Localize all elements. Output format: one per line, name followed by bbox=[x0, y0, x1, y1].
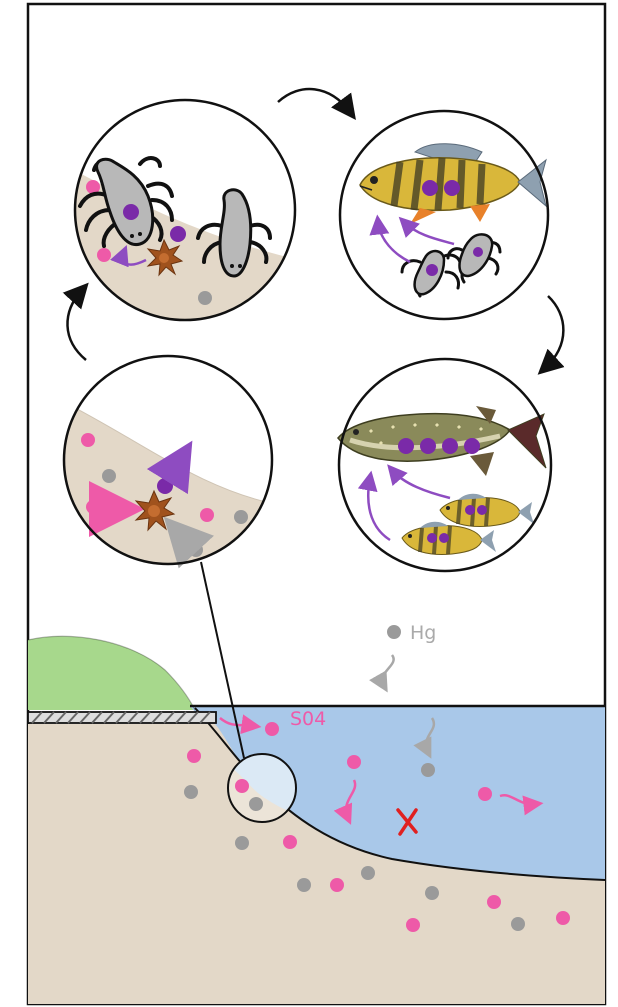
methylmercury-particle bbox=[170, 226, 186, 242]
methylmercury-particle bbox=[444, 180, 460, 196]
sulfate-particle bbox=[487, 895, 501, 909]
hg-particle bbox=[198, 291, 212, 305]
invertebrate-body bbox=[220, 190, 251, 276]
sulfate-particle bbox=[97, 248, 111, 262]
methylmercury-particle bbox=[477, 505, 487, 515]
sulfate-label: S04 bbox=[290, 708, 326, 730]
hg-particle-air bbox=[387, 625, 401, 639]
methylmercury-particle bbox=[442, 438, 458, 454]
sulfate-particle bbox=[200, 508, 214, 522]
sulfate-particle bbox=[81, 433, 95, 447]
methylmercury-particle bbox=[123, 204, 139, 220]
sulfate-particle bbox=[86, 500, 100, 514]
methylmercury-particle bbox=[465, 505, 475, 515]
sulfate-particle bbox=[347, 755, 361, 769]
pike-biomagnification-circle bbox=[338, 359, 551, 571]
sulfate-particle bbox=[187, 749, 201, 763]
hg-particle-water bbox=[421, 763, 435, 777]
hg-particle bbox=[234, 510, 248, 524]
hg-particle bbox=[189, 543, 203, 557]
sulfate-particle bbox=[330, 878, 344, 892]
hg-particle-sediment bbox=[235, 836, 249, 850]
sulfate-particle bbox=[406, 918, 420, 932]
sulfate-particle bbox=[265, 722, 279, 736]
sulfate-particle bbox=[556, 911, 570, 925]
methylmercury-particle bbox=[157, 478, 173, 494]
methylmercury-particle bbox=[398, 438, 414, 454]
methylmercury-particle bbox=[420, 438, 436, 454]
methylmercury-particle bbox=[422, 180, 438, 196]
methylmercury-particle bbox=[439, 533, 449, 543]
hg-particle-sediment bbox=[297, 878, 311, 892]
sulfate-particle bbox=[283, 835, 297, 849]
methylmercury-particle bbox=[427, 533, 437, 543]
hg-particle-sediment bbox=[184, 785, 198, 799]
hg-particle-sediment bbox=[425, 886, 439, 900]
methylmercury-particle bbox=[464, 438, 480, 454]
perch-biomagnification-circle bbox=[340, 111, 548, 319]
hg-label: Hg bbox=[410, 622, 436, 644]
sulfate-particle bbox=[478, 787, 492, 801]
hg-particle-sediment bbox=[511, 917, 525, 931]
hg-particle bbox=[102, 469, 116, 483]
hg-particle-sediment bbox=[361, 866, 375, 880]
